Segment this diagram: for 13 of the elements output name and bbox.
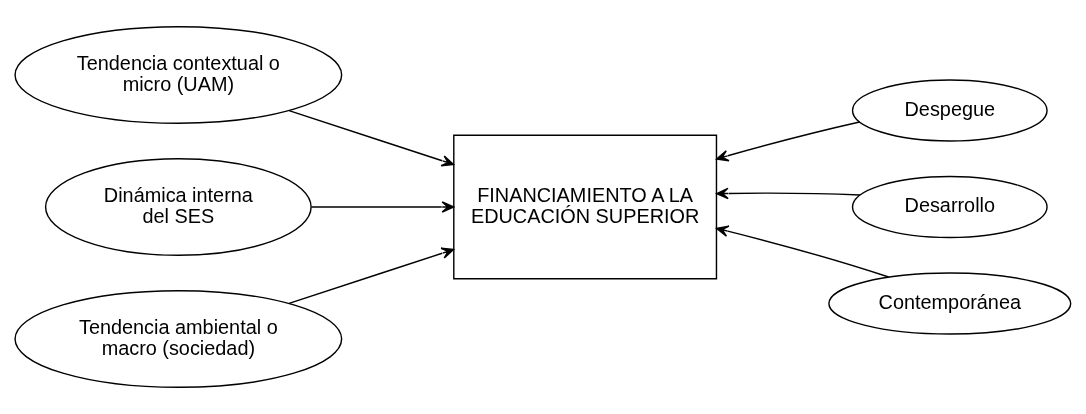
node-ellipse: Dinámica interna del SES bbox=[44, 158, 312, 256]
arrow bbox=[715, 225, 890, 278]
node-box: FINANCIAMIENTO A LA EDUCACIÓN SUPERIOR bbox=[453, 134, 718, 280]
arrow bbox=[715, 187, 861, 200]
node-ellipse: Contemporánea bbox=[828, 272, 1072, 335]
node-ellipse: Tendencia ambiental o macro (sociedad) bbox=[14, 290, 343, 389]
arrow bbox=[715, 121, 861, 162]
node-ellipse: Despegue bbox=[851, 79, 1048, 142]
arrow bbox=[310, 201, 455, 213]
arrow bbox=[288, 110, 455, 167]
node-ellipse: Tendencia contextual o micro (UAM) bbox=[14, 25, 343, 124]
node-ellipse: Desarrollo bbox=[851, 175, 1048, 239]
arrow bbox=[288, 247, 455, 304]
